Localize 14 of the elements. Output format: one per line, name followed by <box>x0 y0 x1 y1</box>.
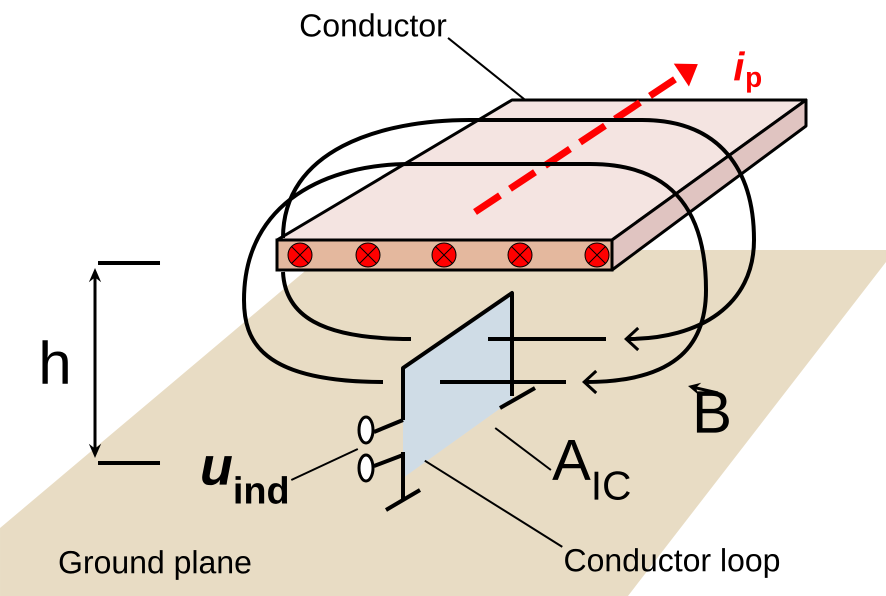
conductor-label: Conductor <box>300 13 446 37</box>
leader-line <box>290 448 358 481</box>
ground-plane-label: Ground plane <box>60 550 250 580</box>
terminal-drawing <box>358 416 404 482</box>
conductor-drawing <box>276 98 808 272</box>
conductor-loop-label: Conductor loop <box>565 548 780 578</box>
area-label: A$_{IC}$ <box>552 440 630 500</box>
conductor-loop-drawing <box>384 291 536 512</box>
leader-line <box>424 460 563 548</box>
field-label: B <box>696 391 729 433</box>
leader-line <box>494 427 552 471</box>
leader-line <box>447 37 526 101</box>
height-label: h <box>42 340 68 384</box>
voltage-label: u$_{ind}$ <box>202 456 288 504</box>
